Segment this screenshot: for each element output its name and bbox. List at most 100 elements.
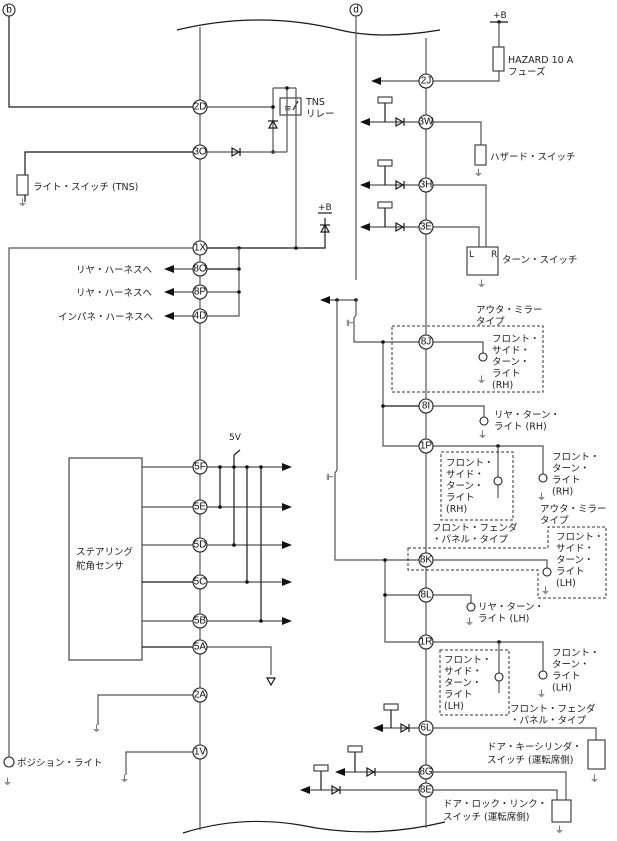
connector-pin-label: 3H [420, 180, 433, 191]
connector-pin-2d [192, 99, 208, 115]
turn-switch-label: ターン・スイッチ [502, 255, 578, 266]
ground-icon: ⏚ [120, 774, 129, 785]
connector-pin-5a [192, 639, 208, 655]
connector-pin-label: 5A [194, 642, 207, 653]
lamp-icon [478, 352, 488, 362]
ground-icon: ⏚ [477, 375, 486, 386]
offpage-ref-b-label: b [6, 5, 12, 16]
connector-pin-8k [418, 552, 434, 568]
connector-pin-8p [192, 284, 208, 300]
connector-pin-5d [192, 537, 208, 553]
ground-icon: ⏚ [474, 168, 483, 179]
connector-pin-5f [192, 459, 208, 475]
arrow-icon [164, 288, 174, 296]
arrow-icon [282, 541, 292, 549]
ground-icon: ⏚ [555, 825, 564, 836]
connector-pin-5e [192, 499, 208, 515]
position-light-lamp-icon [3, 756, 15, 768]
lamp-label-outer-mirror-type-2: アウタ・ミラータイプ [540, 504, 607, 527]
door-input-circuits [300, 703, 419, 796]
ground-icon: ⏚ [590, 774, 599, 785]
turn-switch-l: L [469, 250, 474, 260]
connector-pin-label: 5B [194, 616, 207, 627]
lamp-icon [538, 670, 548, 680]
ground-icon: ⏚ [541, 586, 550, 597]
turn-switch-r: R [491, 250, 497, 260]
lamp-icon [542, 567, 552, 577]
door-lock-link-label-2: スイッチ (運転席側) [443, 811, 529, 823]
door-key-cyl-label-1: ドア・キーシリンダ・ [487, 741, 582, 753]
connector-pin-label: 3W [419, 117, 435, 128]
light-switch-icon [16, 174, 29, 196]
wire-1X-position-light [8, 247, 193, 762]
connector-pin-5c [192, 574, 208, 590]
connectors: 2D3O1X8O8P4D5F5E5D5C5B5A2A1V2J3W3H3E8J8I… [192, 73, 435, 798]
to-instr-harness: インパネ・ハーネスへ [58, 312, 154, 323]
hazard-fuse-label-2: フューズ [508, 66, 546, 78]
connector-pin-8o [192, 261, 208, 277]
connector-pin-1x [192, 240, 208, 256]
to-rear-harness-2: リヤ・ハーネスへ [76, 288, 153, 299]
ground-icon: ⏚ [478, 430, 487, 441]
lamp-icon [479, 416, 489, 426]
fender-lh-group [439, 649, 510, 716]
connector-pin-8j [418, 334, 434, 350]
wire-b-2D [8, 16, 193, 108]
connector-pin-8g [418, 764, 434, 780]
connector-pin-1p [418, 438, 434, 454]
door-key-cyl-label-2: スイッチ (運転席側) [487, 754, 573, 766]
connector-pin-5b [192, 613, 208, 629]
connector-pin-label: 5E [194, 502, 207, 513]
ground-icon: ⏚ [465, 617, 474, 628]
connector-body-top-edge [176, 19, 441, 36]
lamp-label-fst-rh-fender: フロント・サイド・ターン・ライト(RH) [446, 458, 494, 515]
lamp-label-rear-turn-rh: リヤ・ターン・ライト (RH) [494, 410, 560, 433]
connector-pin-label: 2A [194, 690, 207, 701]
connector-pin-label: 5D [194, 540, 207, 551]
lamp-label-fender-type-2: フロント・フェンダ・パネル・タイプ [510, 703, 596, 727]
transistor-icon: ⊩ [326, 473, 334, 483]
connector-pin-label: 8J [421, 337, 432, 348]
hazard-fuse-icon [492, 46, 505, 72]
ground-icon: ⏚ [537, 492, 546, 503]
hazard-switch-icon [474, 144, 487, 166]
connector-pin-label: 4D [194, 311, 207, 322]
input-circuits [360, 96, 419, 233]
diode-icon [231, 146, 241, 158]
connector-pin-label: 8K [420, 555, 433, 566]
plus-b-label: +B [318, 203, 332, 213]
hazard-fuse-label: HAZARD 10 A [508, 55, 574, 66]
connector-pin-2a [192, 687, 208, 703]
connector-pin-8i [418, 398, 434, 414]
lamp-label-fender-type-1: フロント・フェンダ・パネル・タイプ [432, 522, 518, 546]
diode-icon [319, 223, 331, 233]
hazard-switch-label: ハザード・スイッチ [490, 152, 576, 163]
ground-icon: ⏚ [18, 198, 27, 209]
steering-angle-sensor [68, 457, 143, 661]
outer-mirror-rh-group [391, 325, 544, 393]
ground-icon: ⏚ [3, 777, 12, 788]
arrow-icon [164, 312, 174, 320]
lamp-label-rear-turn-lh: リヤ・ターン・ライト (LH) [478, 602, 544, 625]
to-rear-harness-1: リヤ・ハーネスへ [76, 265, 153, 276]
lamp-label-fst-lh-fender: フロント・サイド・ターン・ライト(LH) [444, 655, 492, 712]
connector-pin-label: 8G [419, 767, 433, 778]
lamp-label-outer-mirror-type-1: アウタ・ミラータイプ [476, 305, 543, 328]
connector-pin-label: 1V [194, 747, 207, 758]
arrow-icon [320, 296, 330, 304]
connector-pin-label: 2J [421, 76, 432, 87]
connector-pin-8l [418, 587, 434, 603]
wire-1X-plusB [207, 218, 326, 249]
arrow-icon [164, 265, 174, 273]
wire-3O-lightswitch [24, 151, 193, 175]
lamp-icon [494, 672, 504, 682]
connector-pin-label: 1X [194, 243, 207, 254]
lamp-icon [466, 602, 476, 612]
relay-coil-icon: ≡ [284, 104, 292, 114]
connector-pin-3h [418, 177, 434, 193]
connector-pin-label: 8P [194, 287, 207, 298]
connector-pin-label: 8O [193, 264, 207, 275]
arrow-icon [282, 503, 292, 511]
